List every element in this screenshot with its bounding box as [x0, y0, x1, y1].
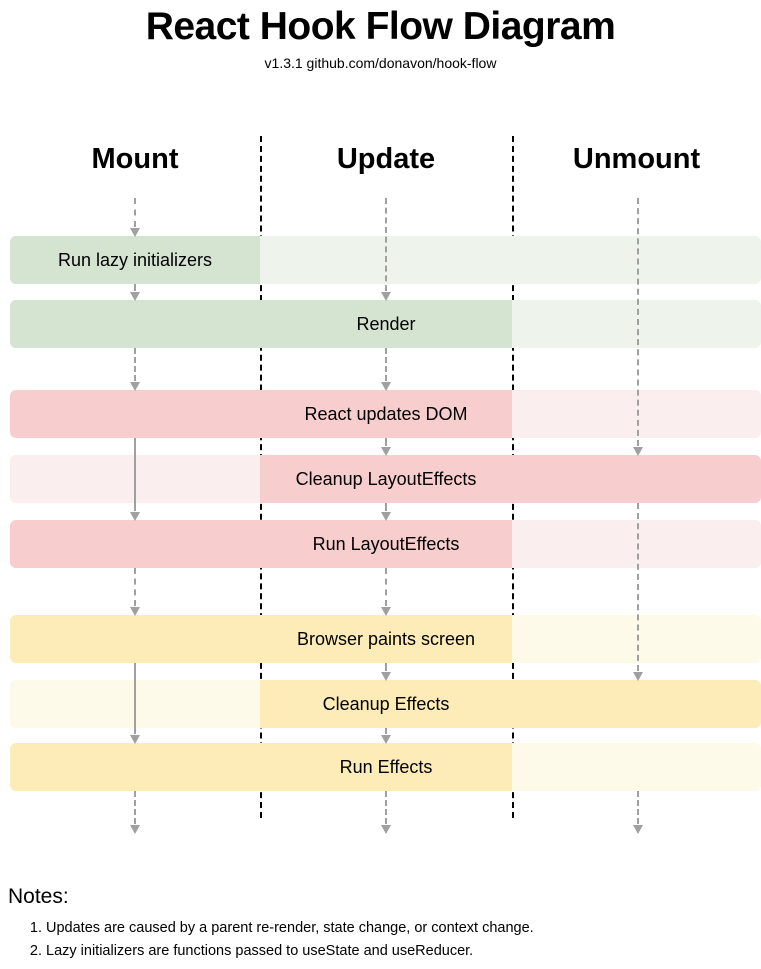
band-segment-mount — [10, 615, 260, 663]
flow-arrow-unmount-cleanup-layouteffects-to-cleanup-effects — [631, 503, 645, 681]
flow-arrow-unmount-end — [631, 791, 645, 834]
band-segment-mount — [10, 300, 260, 348]
phase-band-render: Render — [10, 300, 761, 348]
flow-arrow-update-start — [379, 198, 393, 301]
note-item-1: Updates are caused by a parent re-render… — [46, 917, 534, 940]
band-segment-update — [260, 455, 512, 503]
flow-arrow-update-dom-to-cleanup-layouteffects — [379, 438, 393, 456]
band-segment-update — [260, 743, 512, 791]
flow-arrow-update-cleanup-to-run-effects — [379, 728, 393, 744]
phase-label-react-updates-dom: React updates DOM — [304, 404, 468, 424]
phase-band-react-updates-dom: React updates DOM — [10, 390, 761, 438]
band-segment-mount — [10, 520, 260, 568]
band-segment-update — [260, 520, 512, 568]
flow-arrow-update-layouteffects-to-paint — [379, 568, 393, 616]
flow-arrow-mount-paint-to-run-effects — [128, 663, 142, 744]
band-segment-unmount — [512, 743, 761, 791]
band-segment-unmount — [512, 520, 761, 568]
band-segment-unmount — [512, 455, 761, 503]
band-segment-unmount — [512, 680, 761, 728]
flow-arrow-unmount-start — [631, 198, 645, 456]
phase-band-cleanup-effects: Cleanup Effects — [10, 680, 761, 728]
band-segment-unmount — [512, 236, 761, 284]
phase-label-run-effects: Run Effects — [339, 757, 433, 777]
band-segment-mount — [10, 743, 260, 791]
page-title: React Hook Flow Diagram — [145, 5, 616, 48]
phase-label-run-lazy-initializers: Run lazy initializers — [57, 250, 213, 270]
band-segment-mount — [10, 236, 260, 284]
band-segment-update — [260, 390, 512, 438]
phase-label-run-layouteffects: Run LayoutEffects — [312, 534, 460, 554]
band-segment-unmount — [512, 300, 761, 348]
flow-arrow-mount-lazy-to-render — [128, 284, 142, 301]
note-item-2: Lazy initializers are functions passed t… — [46, 940, 534, 963]
flow-arrow-update-end — [379, 791, 393, 834]
phase-label-cleanup-effects: Cleanup Effects — [322, 694, 450, 714]
flow-arrow-mount-start — [128, 198, 142, 237]
flow-arrow-update-render-to-dom — [379, 348, 393, 391]
notes-title: Notes: — [8, 885, 69, 908]
notes-list: Updates are caused by a parent re-render… — [26, 917, 534, 963]
phase-band-run-layouteffects: Run LayoutEffects — [10, 520, 761, 568]
band-segment-unmount — [512, 390, 761, 438]
column-header-mount: Mount — [91, 143, 179, 175]
flow-arrow-mount-render-to-dom — [128, 348, 142, 391]
flow-arrow-mount-layouteffects-to-paint — [128, 568, 142, 616]
band-segment-update — [260, 680, 512, 728]
flow-arrow-update-paint-to-cleanup-effects — [379, 663, 393, 681]
flow-arrow-mount-dom-to-run-layouteffects — [128, 438, 142, 521]
phase-band-run-effects: Run Effects — [10, 743, 761, 791]
phase-label-browser-paints-screen: Browser paints screen — [296, 629, 476, 649]
phase-band-browser-paints-screen: Browser paints screen — [10, 615, 761, 663]
phase-label-render: Render — [356, 314, 416, 334]
column-header-update: Update — [336, 143, 436, 175]
page-subtitle: v1.3.1 github.com/donavon/hook-flow — [264, 55, 497, 71]
band-segment-mount — [10, 390, 260, 438]
band-segment-update — [260, 615, 512, 663]
band-segment-update — [260, 300, 512, 348]
band-segment-unmount — [512, 615, 761, 663]
flow-arrow-mount-end — [128, 791, 142, 834]
phase-band-cleanup-layouteffects: Cleanup LayoutEffects — [10, 455, 761, 503]
flow-arrow-update-cleanup-to-run-layouteffects — [379, 503, 393, 521]
column-header-unmount: Unmount — [572, 143, 701, 175]
phase-label-cleanup-layouteffects: Cleanup LayoutEffects — [295, 469, 477, 489]
